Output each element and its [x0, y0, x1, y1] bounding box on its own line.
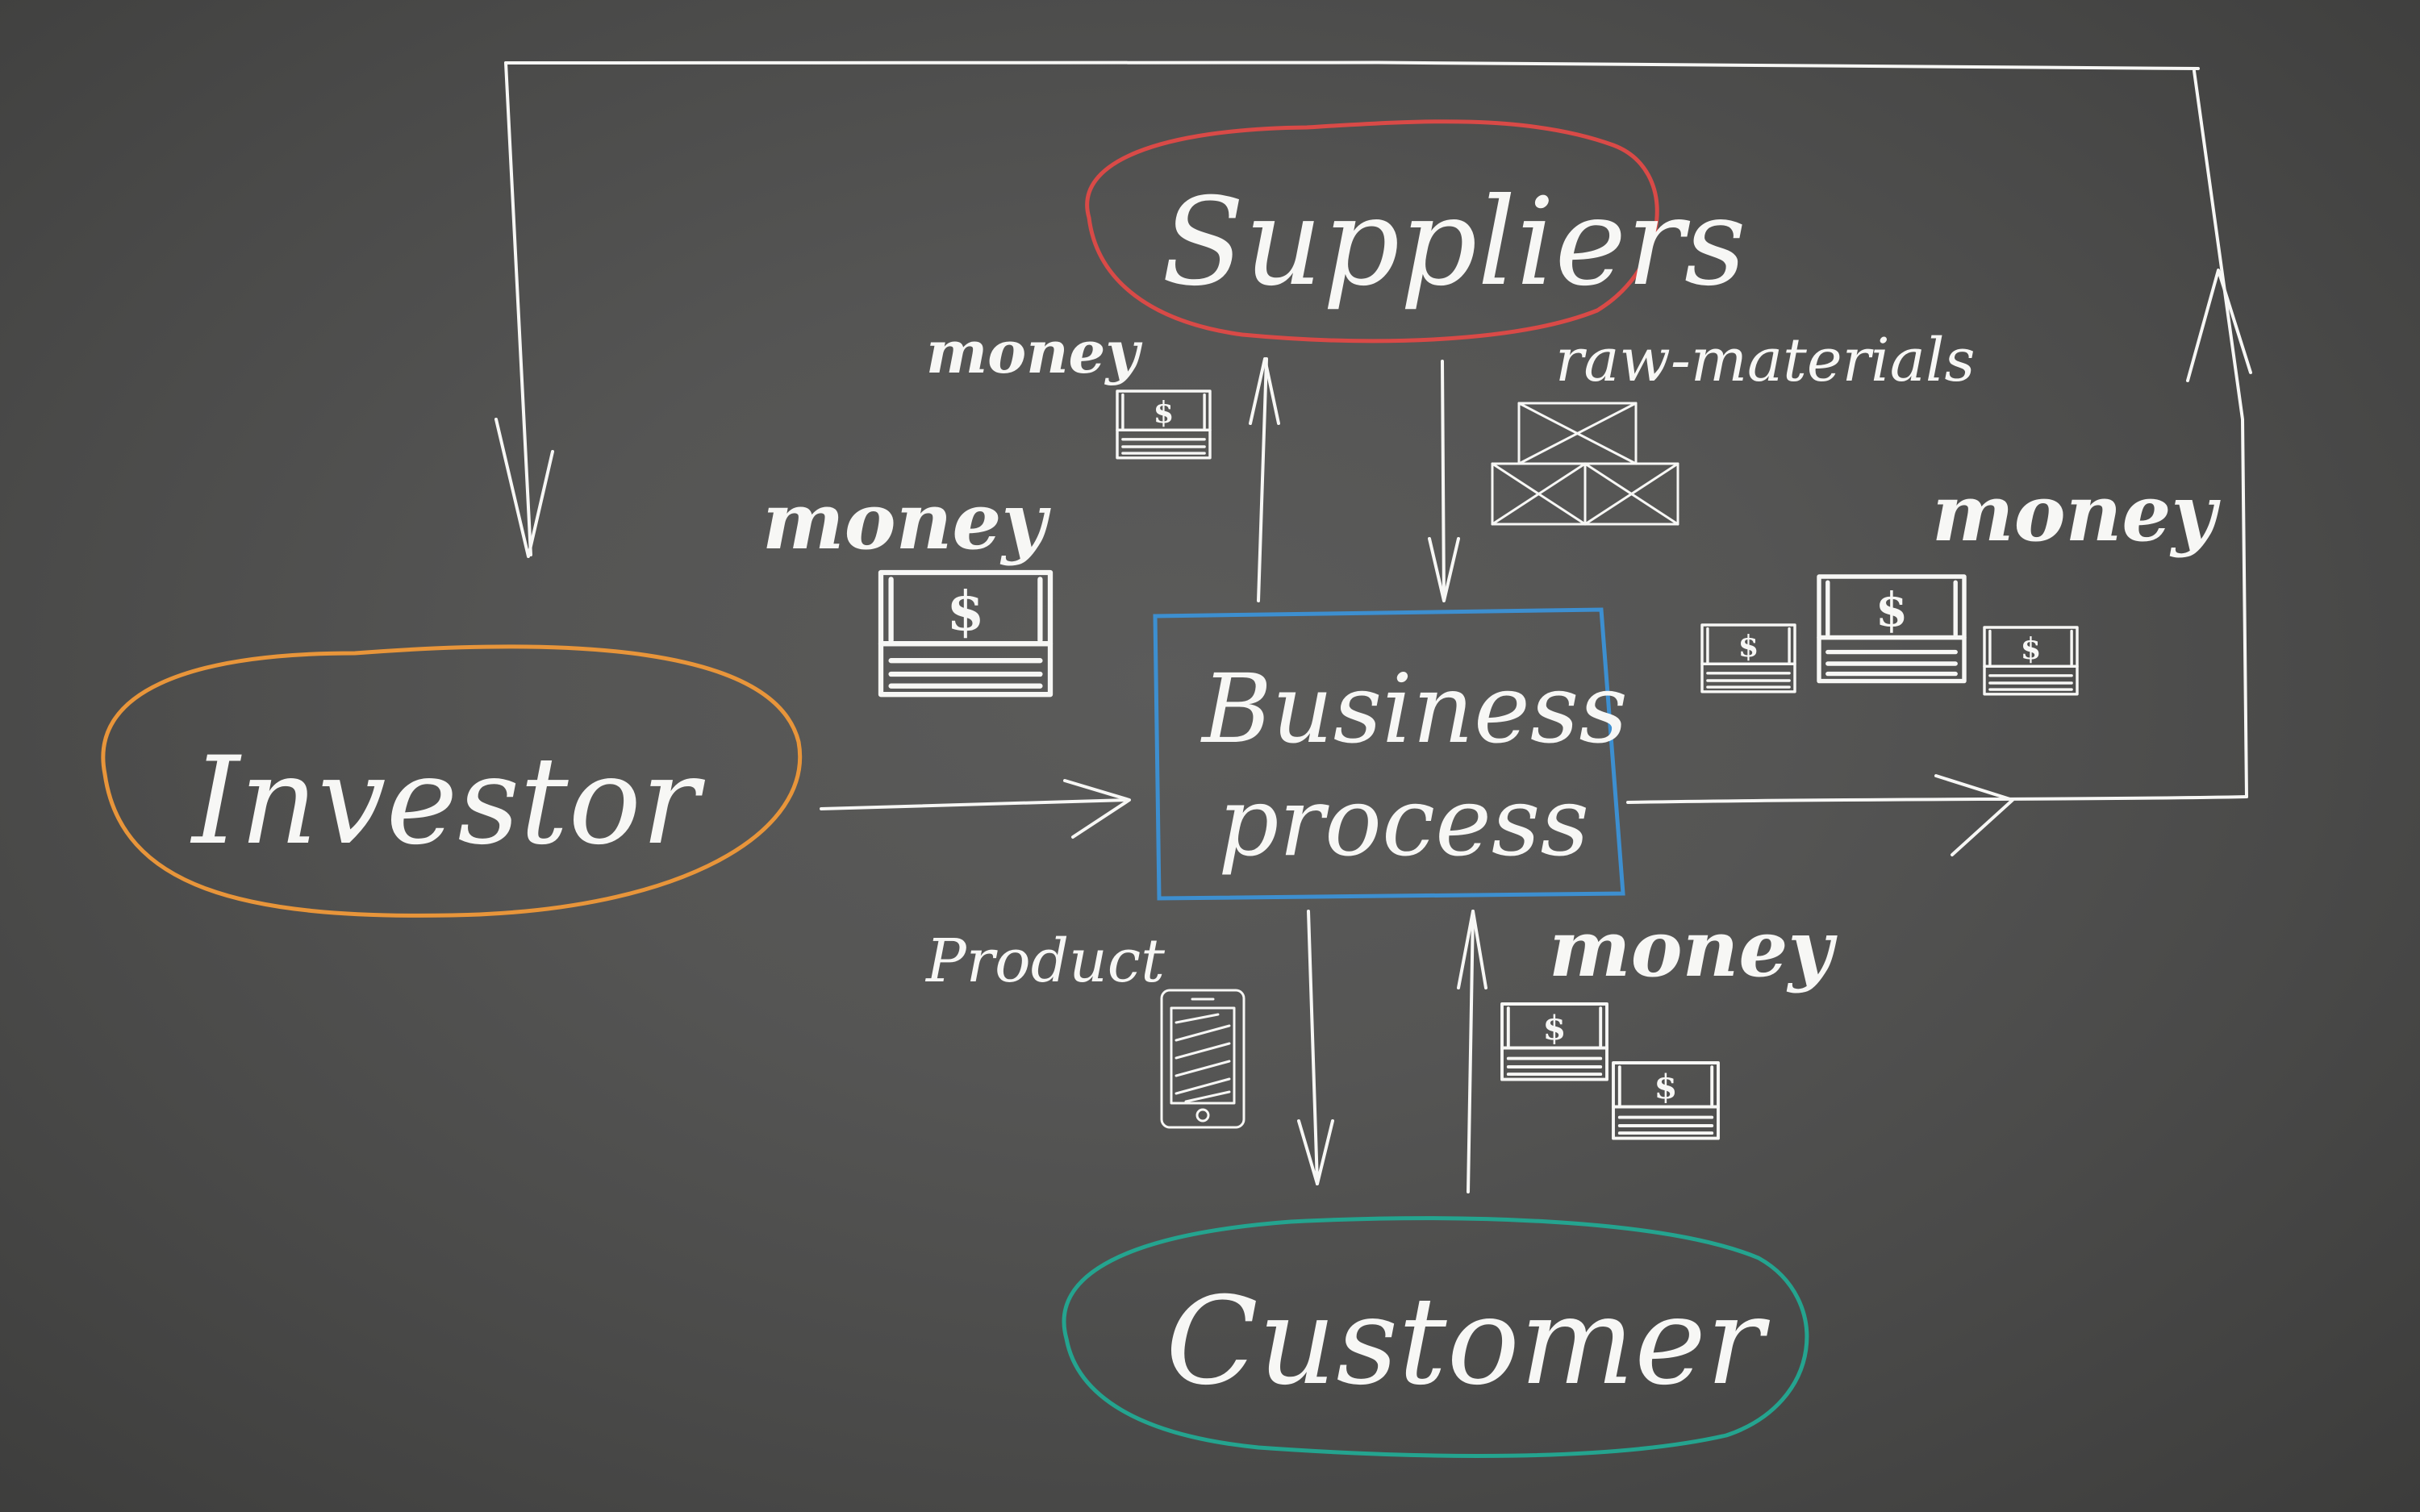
- customer-outline: [1062, 1216, 1809, 1458]
- product-label: Product: [924, 927, 1165, 996]
- money-stack-icon: [1983, 626, 2079, 696]
- money-suppliers-label: money: [926, 318, 1142, 386]
- money-customer-label: money: [1549, 903, 1838, 994]
- suppliers-to-business-arrow: [1428, 360, 1460, 602]
- smartphone-icon: [1160, 989, 1245, 1129]
- money-stack-icon: [881, 573, 1050, 694]
- business-label-line1: Business: [1200, 653, 1628, 764]
- business-to-suppliers-arrow: [1249, 357, 1280, 602]
- money-stack-icon: [1612, 1061, 1720, 1140]
- customer-label: Customer: [1166, 1272, 1771, 1412]
- money-stack-icon: [1700, 623, 1796, 694]
- boxes-icon: [1491, 402, 1679, 526]
- money-investor-label: money: [762, 476, 1051, 567]
- money-stack-icon: [1819, 577, 1964, 681]
- investor-label: Investor: [190, 731, 706, 872]
- business-to-customer-arrow: [1297, 910, 1334, 1185]
- money-return-label: money: [1932, 468, 2221, 559]
- return-loop-arrow: [494, 60, 2252, 856]
- customer-to-business-arrow: [1457, 910, 1487, 1193]
- investor-to-business-arrow: [820, 779, 1131, 839]
- raw-materials-label: raw-materials: [1555, 326, 1975, 395]
- money-stack-icon: [1116, 389, 1212, 460]
- suppliers-label: Suppliers: [1162, 173, 1746, 313]
- business-label-line2: process: [1218, 766, 1589, 877]
- investor-outline: [101, 644, 803, 918]
- business-process-outline: [1153, 607, 1625, 901]
- money-stack-icon: [1500, 1002, 1608, 1081]
- suppliers-outline: [1085, 119, 1659, 344]
